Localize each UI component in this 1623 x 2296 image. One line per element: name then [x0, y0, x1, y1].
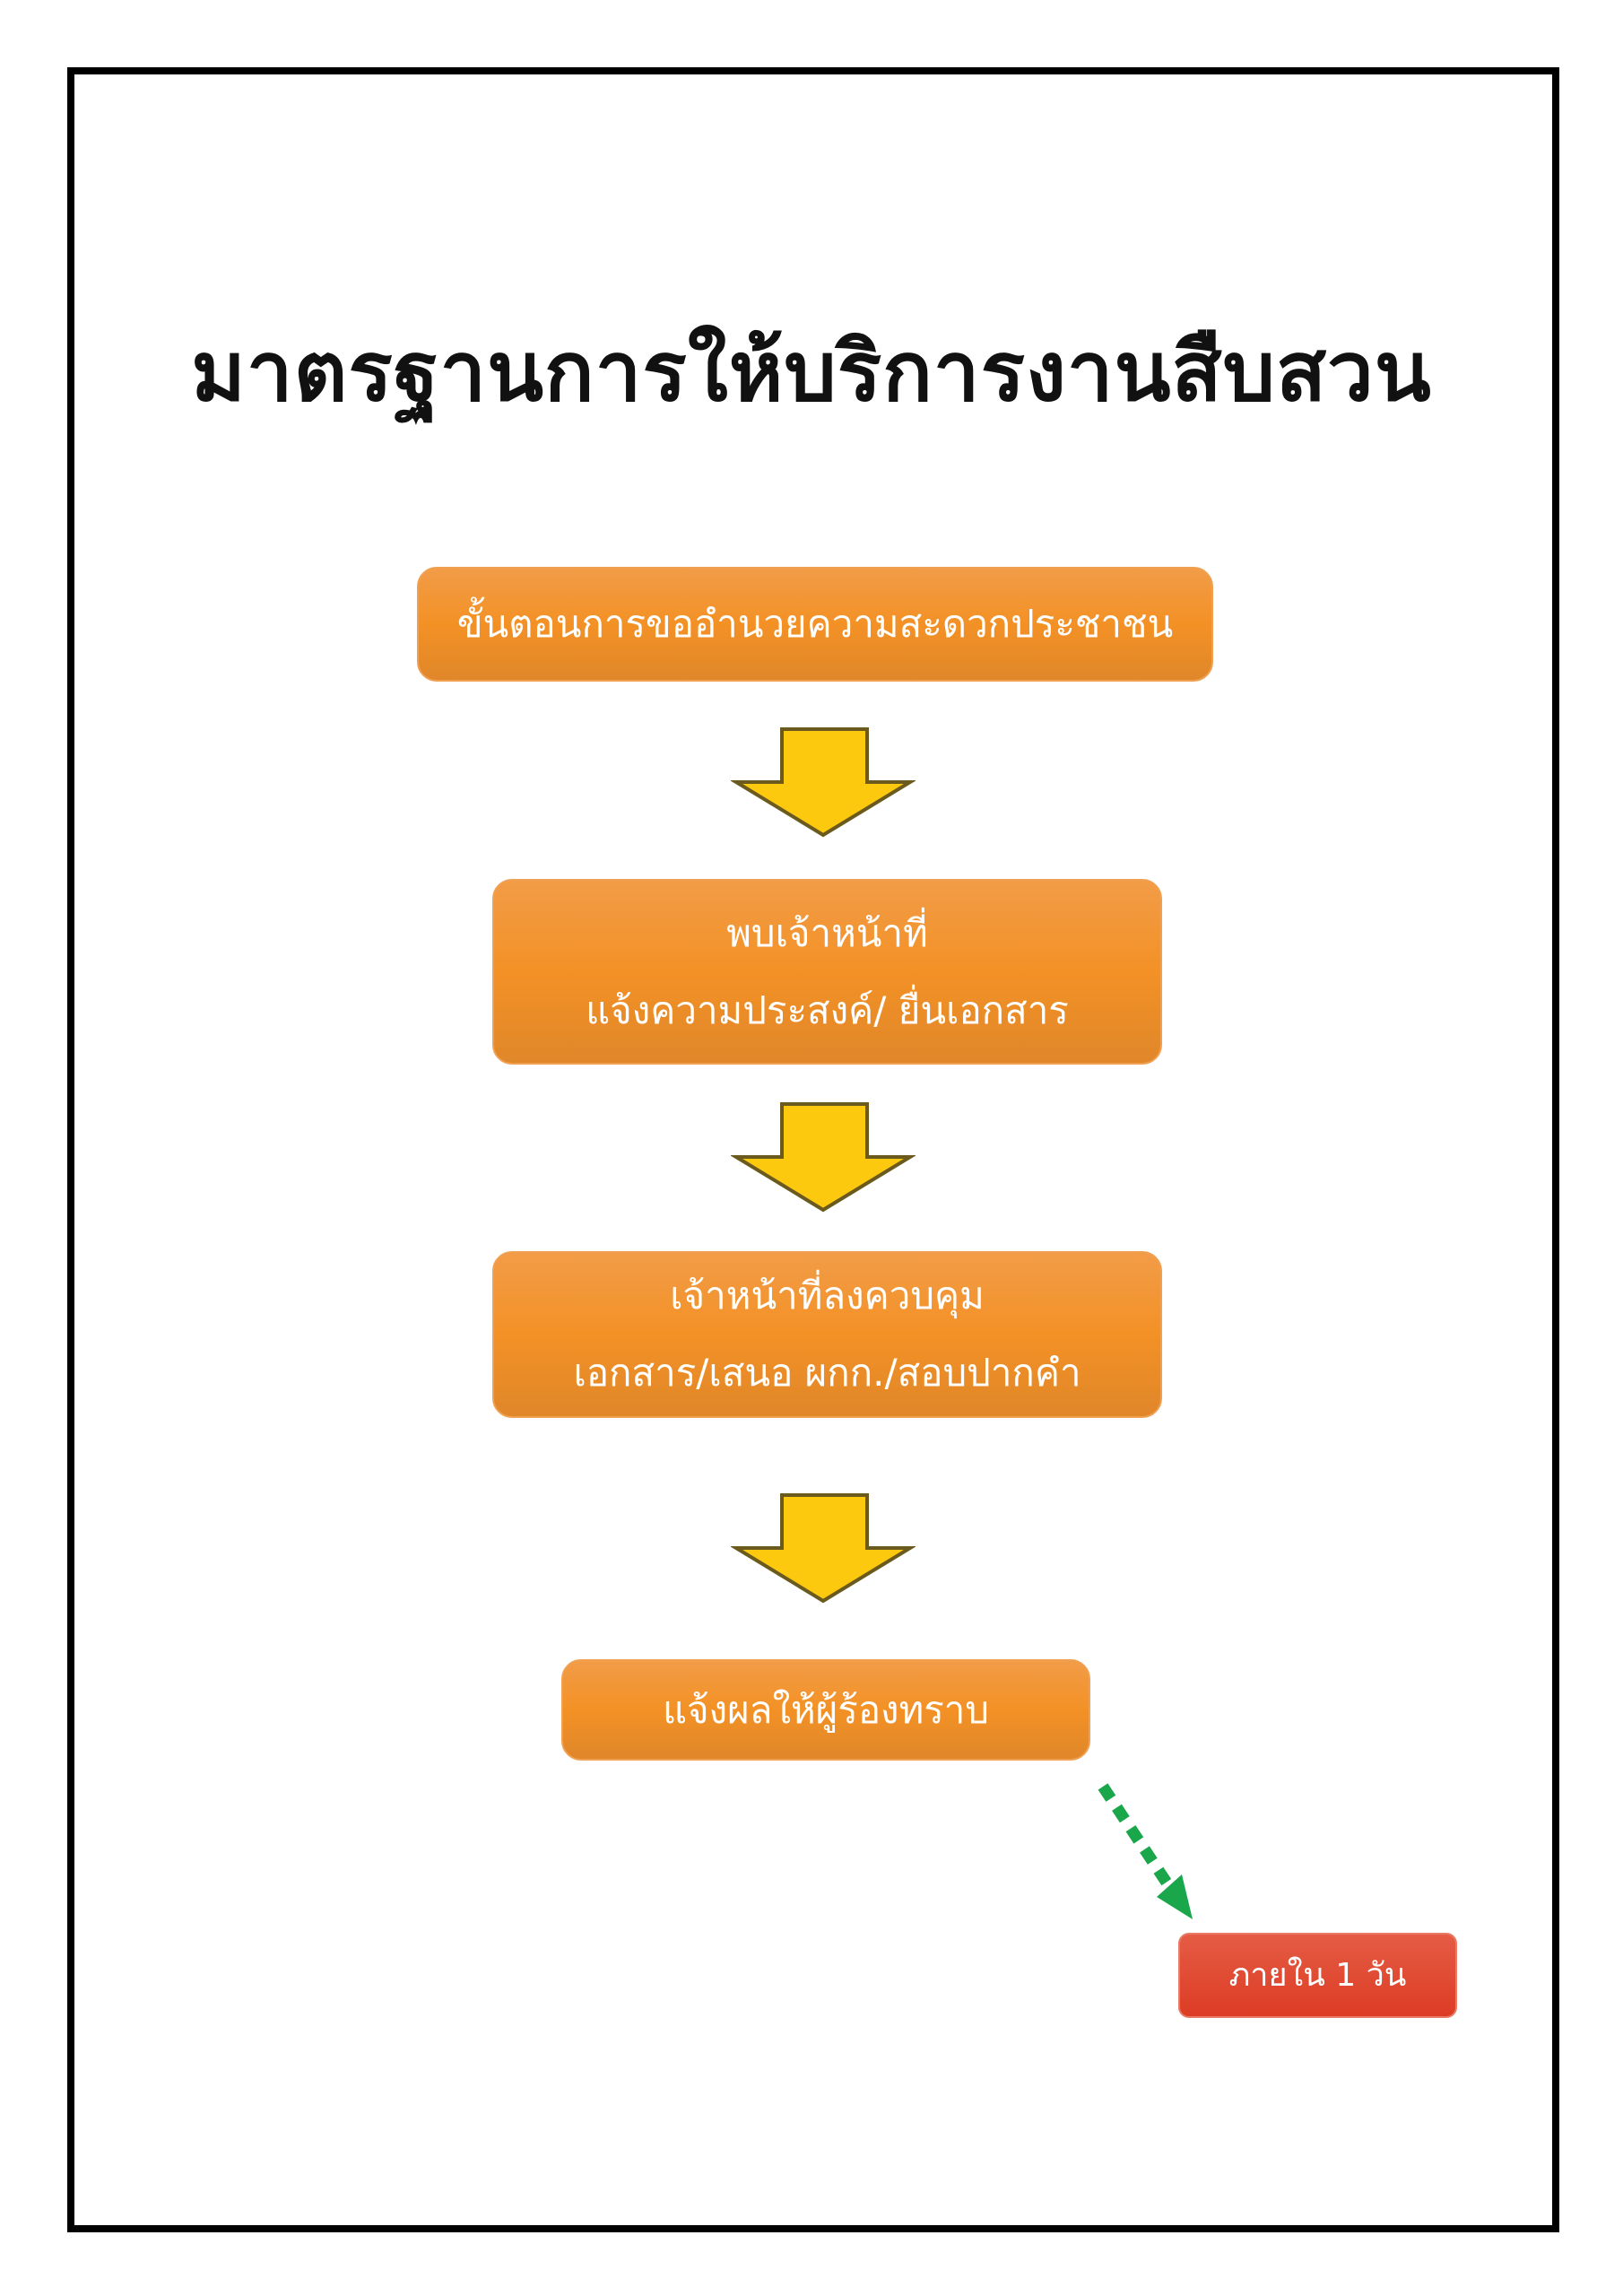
step-3-box: เจ้าหน้าที่ลงควบคุม เอกสาร/เสนอ ผกก./สอบ…: [492, 1251, 1162, 1418]
step-1-text: ขั้นตอนการขออำนวยความสะดวกประชาชน: [456, 602, 1174, 646]
step-2-line-2: แจ้งความประสงค์/ ยื่นเอกสาร: [586, 987, 1069, 1032]
down-arrow-icon: [731, 1493, 916, 1604]
step-3-line-1: เจ้าหน้าที่ลงควบคุม: [670, 1274, 985, 1318]
duration-box: ภายใน 1 วัน: [1178, 1933, 1457, 2018]
page-title: มาตรฐานการให้บริการงานสืบสวน: [191, 324, 1432, 420]
down-arrow-icon: [731, 1102, 916, 1213]
step-4-text: แจ้งผลให้ผู้ร้องทราบ: [662, 1687, 990, 1732]
duration-text: ภายใน 1 วัน: [1228, 1956, 1407, 1994]
step-1-box: ขั้นตอนการขออำนวยความสะดวกประชาชน: [417, 567, 1213, 682]
step-3-line-2: เอกสาร/เสนอ ผกก./สอบปากคำ: [573, 1351, 1081, 1395]
step-2-line-1: พบเจ้าหน้าที่: [726, 910, 928, 955]
step-2-box: พบเจ้าหน้าที่ แจ้งความประสงค์/ ยื่นเอกสา…: [492, 879, 1162, 1065]
page-border: [67, 67, 1559, 2232]
step-4-box: แจ้งผลให้ผู้ร้องทราบ: [561, 1659, 1090, 1761]
down-arrow-icon: [731, 727, 916, 838]
